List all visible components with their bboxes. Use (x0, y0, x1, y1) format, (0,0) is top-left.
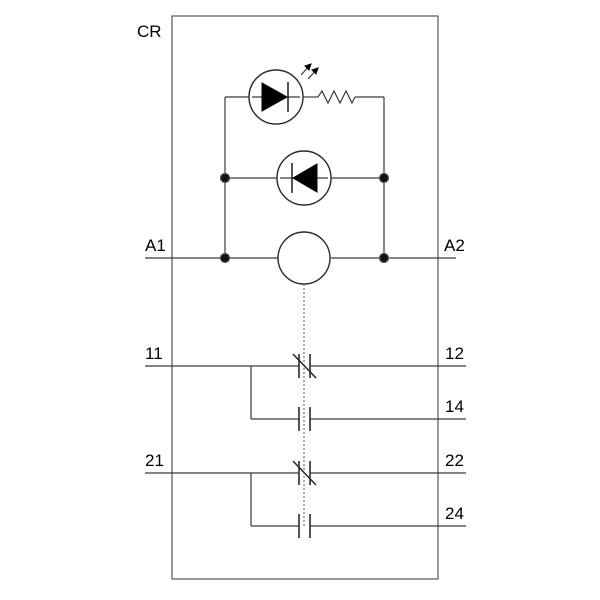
contact-2-no-symbol (298, 514, 311, 538)
terminal-a1-label: A1 (145, 236, 166, 255)
contact-1-no-symbol (298, 407, 311, 431)
contact-set-1-wiring (145, 365, 466, 420)
relay-name-label: CR (137, 22, 162, 41)
light-emission-arrows (300, 63, 319, 80)
terminal-14-label: 14 (445, 397, 464, 416)
terminal-21-label: 21 (145, 451, 164, 470)
junction-nodes (219, 172, 390, 264)
relay-coil-symbol (277, 231, 331, 285)
terminal-11-label: 11 (145, 344, 163, 363)
terminal-24-label: 24 (445, 504, 464, 523)
contact-1-nc-symbol (292, 353, 317, 379)
terminal-12-label: 12 (445, 344, 464, 363)
led-indicator-symbol (248, 69, 304, 125)
terminal-a2-label: A2 (444, 236, 465, 255)
freewheel-diode-symbol (276, 150, 332, 206)
contact-set-2-wiring (145, 472, 466, 527)
terminal-22-label: 22 (445, 451, 464, 470)
relay-housing-frame (171, 15, 439, 580)
resistor-symbol (317, 89, 356, 105)
contact-2-nc-symbol (292, 460, 317, 486)
